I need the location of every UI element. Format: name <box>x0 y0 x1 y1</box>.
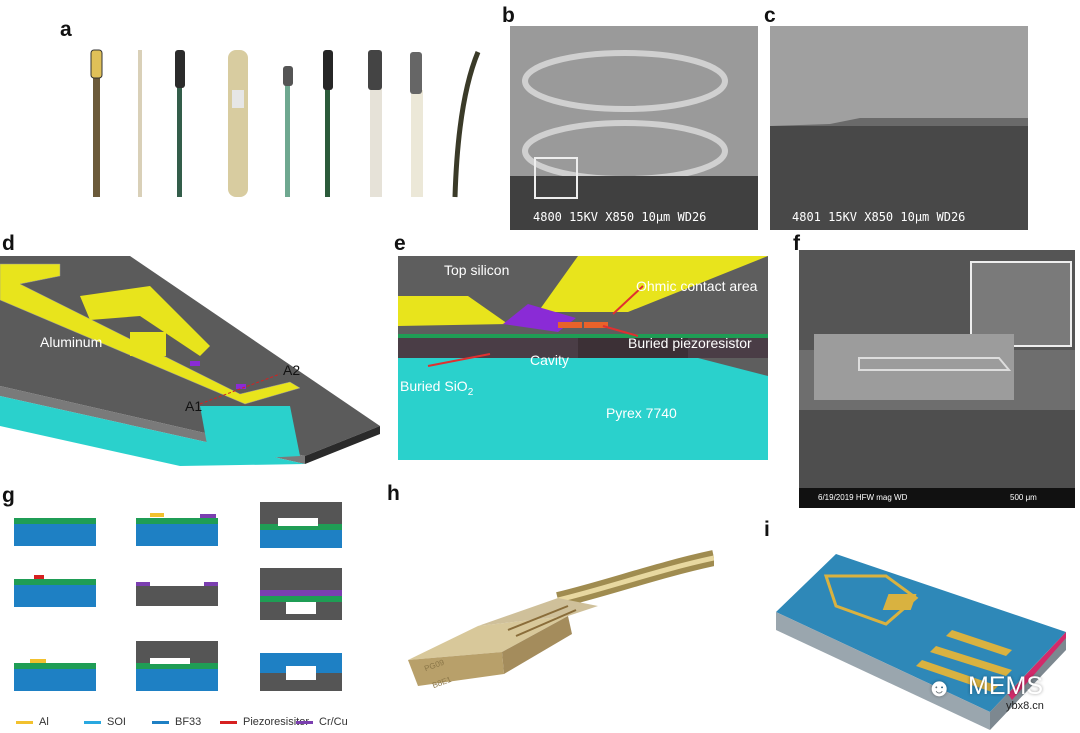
legend-swatch-bf33 <box>152 720 169 724</box>
watermark-site: ybx8.cn <box>1006 700 1044 712</box>
panel-e-diagram <box>398 256 768 460</box>
watermark-brand: MEMS <box>968 672 1043 700</box>
panel-h-probe-render <box>408 550 714 686</box>
panel-g-process-flow <box>14 502 342 691</box>
sem-b-caption: 4800 15KV X850 10μm WD26 <box>533 210 707 224</box>
panel-letter-g: g <box>2 484 15 507</box>
panel-a-probes <box>90 49 481 198</box>
label-cavity: Cavity <box>530 352 569 368</box>
panel-letter-c: c <box>764 4 776 27</box>
legend-item-al: Al <box>16 716 49 728</box>
legend-item-soi: SOI <box>84 716 126 728</box>
panel-letter-i: i <box>764 518 770 541</box>
label-buried-sio2: Buried SiO2 <box>400 378 474 398</box>
panel-letter-a: a <box>60 18 72 41</box>
legend-swatch-al <box>16 720 33 724</box>
legend-swatch-crcu <box>296 720 313 724</box>
label-a2: A2 <box>283 362 301 378</box>
legend-item-piezoresistor: Piezoresisitor <box>220 716 309 728</box>
panel-d-diagram <box>0 256 382 466</box>
panel-b-sem-image <box>510 26 758 230</box>
sem-c-caption: 4801 15KV X850 10μm WD26 <box>792 210 966 224</box>
legend-swatch-piezoresistor <box>220 720 237 724</box>
label-top-silicon: Top silicon <box>444 262 510 278</box>
legend-item-bf33: BF33 <box>152 716 201 728</box>
panel-f-sem-image <box>799 250 1075 508</box>
label-a1: A1 <box>185 398 203 414</box>
panel-letter-d: d <box>2 232 15 255</box>
label-pyrex: Pyrex 7740 <box>606 405 677 421</box>
label-aluminum: Aluminum <box>40 334 103 350</box>
panel-i-chip-render <box>776 554 1066 730</box>
legend-item-crcu: Cr/Cu <box>296 716 348 728</box>
legend-swatch-soi <box>84 720 101 724</box>
label-buried-piezoresistor: Buried piezoresistor <box>628 335 752 351</box>
sem-f-info: 6/19/2019 HFW mag WD <box>818 493 908 502</box>
panel-letter-h: h <box>387 482 400 505</box>
panel-letter-b: b <box>502 4 515 27</box>
sem-f-scale: 500 μm <box>1010 493 1037 502</box>
watermark-wechat-icon: ☻ <box>926 674 953 702</box>
panel-c-sem-image <box>770 26 1028 230</box>
panel-letter-f: f <box>793 232 800 255</box>
label-ohmic-contact: Ohmic contact area <box>636 278 758 294</box>
panel-letter-e: e <box>394 232 406 255</box>
